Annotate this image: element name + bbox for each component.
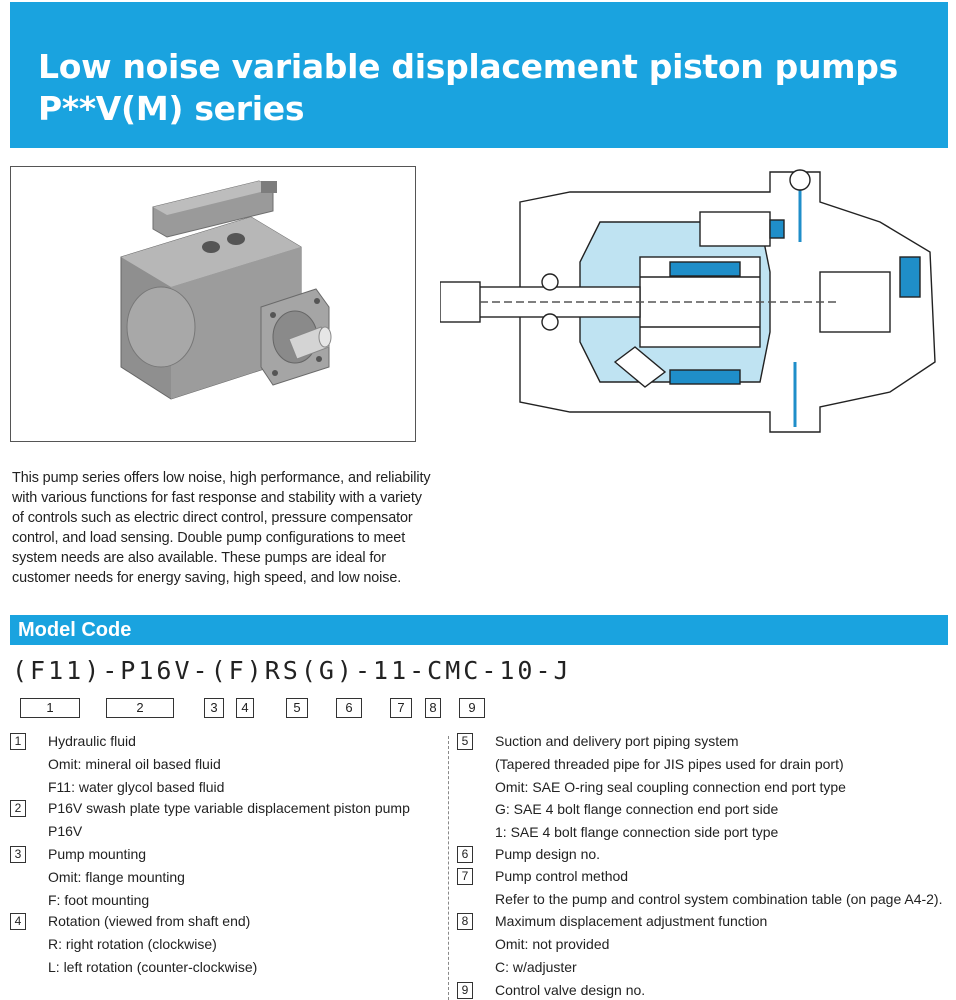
item-1-option: F11: water glycol based fluid	[48, 779, 225, 795]
code-box-2: 2	[106, 698, 174, 718]
item-number-6: 6	[457, 846, 473, 863]
item-number-9: 9	[457, 982, 473, 999]
item-5-option: 1: SAE 4 bolt flange connection side por…	[495, 824, 779, 840]
item-4-option: R: right rotation (clockwise)	[48, 936, 217, 952]
model-code-heading-bar: Model Code	[10, 615, 948, 645]
model-code-heading: Model Code	[18, 619, 132, 641]
code-box-1: 1	[20, 698, 80, 718]
intro-paragraph: This pump series offers low noise, high …	[12, 468, 462, 588]
code-box-4: 4	[236, 698, 254, 718]
code-box-7: 7	[390, 698, 412, 718]
column-divider	[448, 736, 449, 1000]
code-box-6: 6	[336, 698, 362, 718]
item-7-option: Refer to the pump and control system com…	[495, 891, 943, 907]
item-5-option: Omit: SAE O-ring seal coupling connectio…	[495, 779, 846, 795]
item-6-title: Pump design no.	[495, 846, 601, 862]
item-3-title: Pump mounting	[48, 846, 147, 862]
title-banner: Low noise variable displacement piston p…	[10, 2, 948, 148]
intro-line: This pump series offers low noise, high …	[12, 470, 431, 486]
intro-line: customer needs for energy saving, high s…	[12, 570, 402, 586]
intro-line: with various functions for fast response…	[12, 490, 422, 506]
item-number-2: 2	[10, 800, 26, 817]
cross-section-drawing	[439, 169, 936, 433]
item-number-7: 7	[457, 868, 473, 885]
item-5-option: G: SAE 4 bolt flange connection end port…	[495, 801, 779, 817]
item-number-3: 3	[10, 846, 26, 863]
code-box-5: 5	[286, 698, 308, 718]
cross-section-diagram	[439, 162, 940, 442]
code-box-3: 3	[204, 698, 224, 718]
intro-line: control, and load sensing. Double pump c…	[12, 530, 406, 546]
item-2-title: P16V swash plate type variable displacem…	[48, 800, 410, 816]
item-3-option: F: foot mounting	[48, 892, 150, 908]
item-2-option: P16V	[48, 823, 83, 839]
title-line-2: P**V(M) series	[38, 89, 305, 128]
item-8-option: Omit: not provided	[495, 936, 610, 952]
model-code-string: (F11)-P16V-(F)RS(G)-11-CMC-10-J	[12, 656, 572, 685]
item-5-option: (Tapered threaded pipe for JIS pipes use…	[495, 756, 844, 772]
intro-line: system needs are also available. These p…	[12, 550, 386, 566]
page-title: Low noise variable displacement piston p…	[38, 46, 898, 130]
pump-photo	[120, 180, 332, 400]
item-8-option: C: w/adjuster	[495, 959, 577, 975]
intro-line: of controls such as electric direct cont…	[12, 510, 413, 526]
item-4-title: Rotation (viewed from shaft end)	[48, 913, 251, 929]
item-7-title: Pump control method	[495, 868, 629, 884]
item-3-option: Omit: flange mounting	[48, 869, 185, 885]
item-number-5: 5	[457, 733, 473, 750]
title-line-1: Low noise variable displacement piston p…	[38, 47, 898, 86]
item-8-title: Maximum displacement adjustment function	[495, 913, 768, 929]
item-1-option: Omit: mineral oil based fluid	[48, 756, 221, 772]
item-9-title: Control valve design no.	[495, 982, 646, 998]
pump-photo-frame	[10, 166, 416, 442]
item-5-title: Suction and delivery port piping system	[495, 733, 739, 749]
item-1-title: Hydraulic fluid	[48, 733, 136, 749]
item-4-option: L: left rotation (counter-clockwise)	[48, 959, 258, 975]
item-number-4: 4	[10, 913, 26, 930]
item-number-1: 1	[10, 733, 26, 750]
code-box-8: 8	[425, 698, 441, 718]
item-number-8: 8	[457, 913, 473, 930]
code-box-9: 9	[459, 698, 485, 718]
